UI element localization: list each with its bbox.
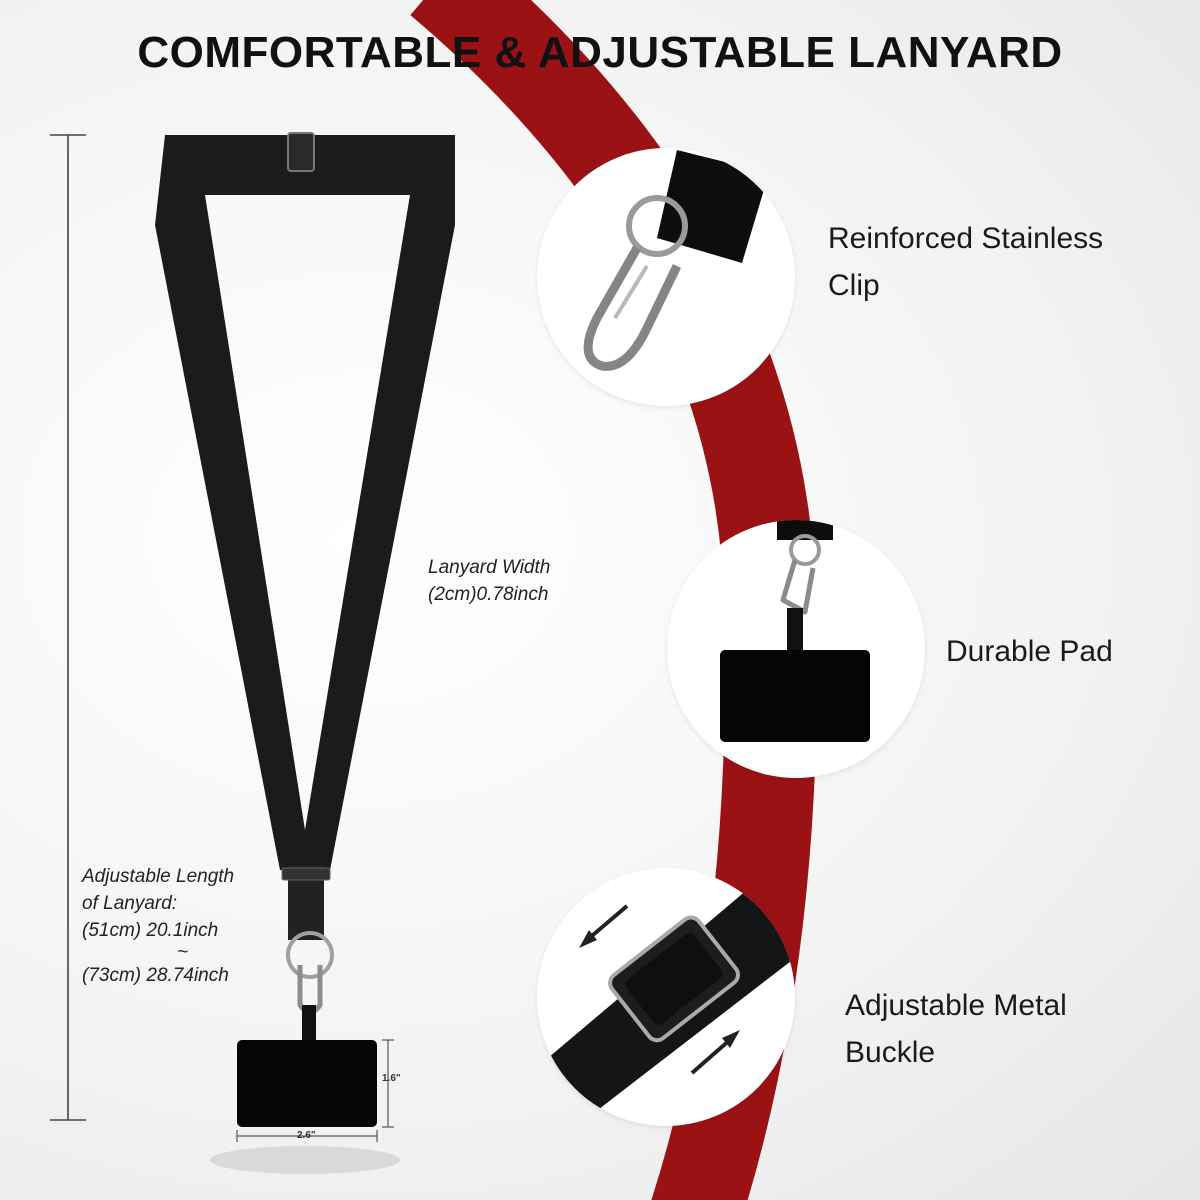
phone-pad: [237, 1040, 377, 1127]
length-note-line1: Adjustable Length: [82, 866, 235, 887]
page-title: COMFORTABLE & ADJUSTABLE LANYARD: [137, 28, 1063, 77]
feature-label-pad-line1: Durable Pad: [946, 635, 1113, 668]
pad-width-label: 2.6": [297, 1130, 316, 1141]
pad-feature-circle: [667, 520, 925, 778]
feature-label-buckle-line2: Buckle: [845, 1036, 936, 1069]
pad-icon: [720, 520, 870, 742]
height-dimension-line: [50, 134, 86, 1121]
tail-clip: [281, 867, 331, 881]
length-note-line2: of Lanyard:: [82, 893, 178, 914]
feature-label-buckle: Adjustable Metal Buckle: [845, 982, 1067, 1076]
pad-height-label: 1.6": [382, 1073, 401, 1084]
feature-label-clip-line2: Clip: [828, 269, 880, 302]
clip-icon: [583, 150, 769, 371]
tether: [302, 1005, 316, 1045]
top-slider: [287, 132, 315, 172]
length-note: Adjustable Length of Lanyard: (51cm) 20.…: [82, 863, 234, 989]
feature-label-clip-line1: Reinforced Stainless: [828, 222, 1104, 255]
feature-label-clip: Reinforced Stainless Clip: [828, 215, 1103, 309]
width-note-line2: (2cm)0.78inch: [428, 584, 549, 605]
metal-ring: [286, 931, 334, 979]
length-note-line3: (51cm) 20.1inch: [82, 920, 219, 941]
width-note: Lanyard Width (2cm)0.78inch: [428, 554, 550, 608]
length-note-line4: ~: [177, 942, 189, 963]
pad-shadow: [210, 1146, 400, 1174]
buckle-icon: [542, 873, 795, 1126]
pad-height-dimension: [382, 1039, 394, 1128]
lanyard-strap: [155, 135, 455, 870]
length-note-line5: (73cm) 28.74inch: [82, 965, 229, 986]
feature-label-buckle-line1: Adjustable Metal: [845, 989, 1067, 1022]
width-note-line1: Lanyard Width: [428, 557, 551, 578]
pad-width-dimension: [236, 1130, 378, 1142]
buckle-feature-circle: [537, 868, 795, 1126]
clip-feature-circle: [537, 148, 795, 406]
feature-label-pad: Durable Pad: [946, 628, 1113, 675]
